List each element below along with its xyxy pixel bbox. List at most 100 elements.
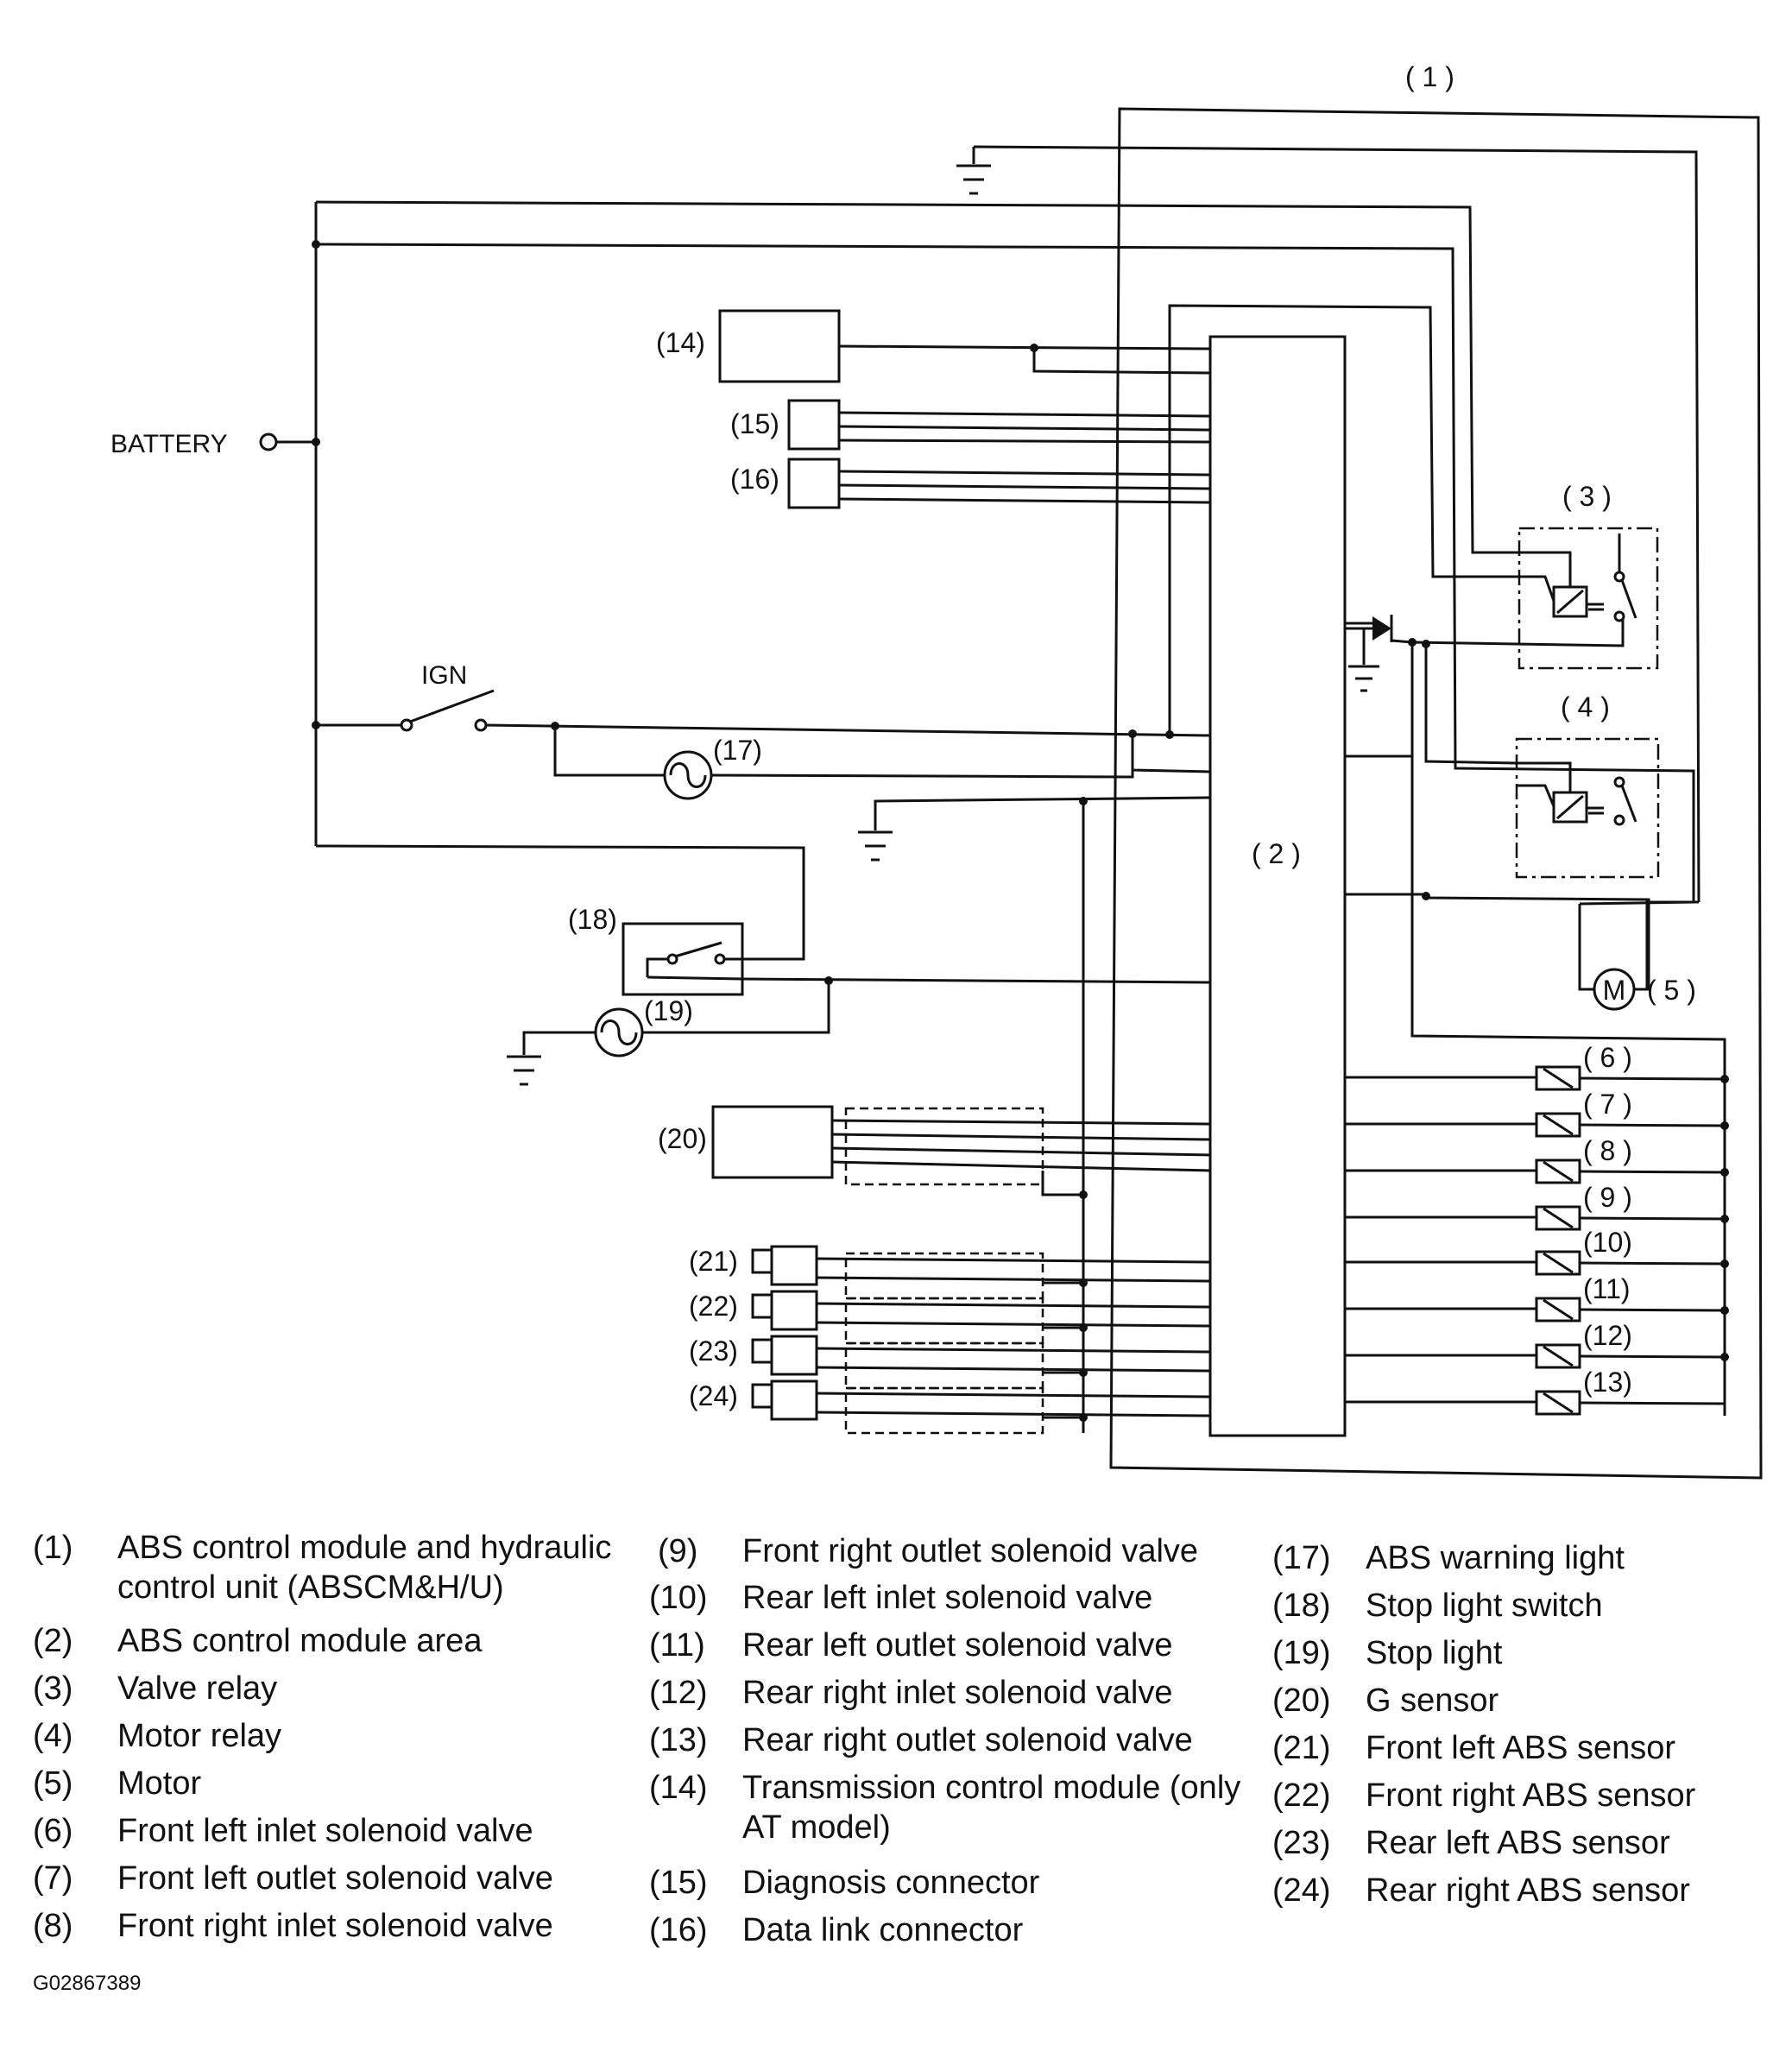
abscm-hu-outline xyxy=(1109,107,1763,1480)
legend-item-text: Front right outlet solenoid valve xyxy=(742,1533,1199,1569)
motor-relay[interactable] xyxy=(1345,737,1660,991)
label-c10: (10) xyxy=(1583,1227,1632,1258)
legend-item-text: Data link connector xyxy=(742,1912,1024,1948)
legend-item-number: (18) xyxy=(1272,1588,1331,1624)
legend-item-text: Rear right inlet solenoid valve xyxy=(742,1675,1173,1711)
control-module-block xyxy=(1208,335,1347,1437)
label-c6: ( 6 ) xyxy=(1583,1042,1632,1073)
ground-symbol xyxy=(956,145,1701,903)
legend-item-number: (16) xyxy=(649,1912,708,1948)
label-c1: ( 1 ) xyxy=(1405,61,1454,92)
legend-item-text: Rear right outlet solenoid valve xyxy=(742,1722,1193,1758)
legend-item-number: (24) xyxy=(1272,1872,1331,1909)
sensor-shield-ground xyxy=(1043,1278,1088,1422)
legend-item-number: (8) xyxy=(33,1908,73,1944)
diagnosis-connector xyxy=(787,399,1211,451)
legend-item-text: Front right ABS sensor xyxy=(1366,1777,1696,1814)
label-c7: ( 7 ) xyxy=(1583,1089,1632,1120)
label-c14: (14) xyxy=(656,327,705,358)
rear-left-abs-sensor xyxy=(751,1335,1211,1390)
legend-item-number: (17) xyxy=(1272,1540,1331,1576)
legend-item-text: Motor xyxy=(117,1765,202,1802)
label-ign: IGN xyxy=(421,661,467,690)
stop-light-switch[interactable] xyxy=(622,922,1211,996)
diagram-labels: BATTERY IGN ( 1 ) ( 2 ) ( 3 ) ( 4 ) ( 5 … xyxy=(110,61,1696,1411)
legend-item-number: (23) xyxy=(1272,1825,1331,1861)
label-c20: (20) xyxy=(658,1123,707,1154)
label-c19: (19) xyxy=(644,995,693,1026)
label-c3: ( 3 ) xyxy=(1562,481,1612,512)
label-c22: (22) xyxy=(689,1291,738,1322)
label-c17: (17) xyxy=(713,735,762,766)
legend-item-number: (22) xyxy=(1272,1777,1331,1814)
motor-symbol: M xyxy=(1603,975,1626,1006)
label-c2: ( 2 ) xyxy=(1252,838,1301,869)
label-c13: (13) xyxy=(1583,1367,1632,1398)
legend-item-text: Diagnosis connector xyxy=(742,1865,1040,1901)
legend-item-number: (12) xyxy=(649,1675,708,1711)
solenoid-valve-fl-outlet xyxy=(1535,1112,1581,1138)
legend-item-text: Motor relay xyxy=(117,1718,282,1754)
legend-item-number: (15) xyxy=(649,1865,708,1901)
legend-item-number: (3) xyxy=(33,1670,73,1707)
legend-item-text: ABS control module and hydraulic control… xyxy=(117,1530,612,1606)
valve-relay[interactable] xyxy=(1345,527,1659,670)
solenoid-valve-rl-inlet xyxy=(1535,1250,1581,1276)
legend-item-text: Transmission control module (only AT mod… xyxy=(742,1770,1241,1846)
legend-item-text: Front left ABS sensor xyxy=(1366,1730,1676,1766)
legend-item-number: (13) xyxy=(649,1722,708,1758)
front-left-abs-sensor xyxy=(751,1245,1211,1300)
legend-item-text: Rear left ABS sensor xyxy=(1366,1825,1670,1861)
legend-item-number: (6) xyxy=(33,1813,73,1849)
label-c24: (24) xyxy=(689,1380,738,1411)
legend-item-text: Rear left outlet solenoid valve xyxy=(742,1627,1173,1663)
label-c16: (16) xyxy=(730,464,779,495)
legend-item-number: (11) xyxy=(649,1627,705,1663)
legend-item-text: Front left outlet solenoid valve xyxy=(117,1860,553,1897)
solenoid-valve-rr-inlet xyxy=(1535,1343,1581,1369)
legend-item-text: Rear left inlet solenoid valve xyxy=(742,1580,1153,1616)
solenoid-valves xyxy=(1345,1065,1729,1416)
label-c5: ( 5 ) xyxy=(1647,975,1696,1006)
legend-item-text: ABS warning light xyxy=(1366,1540,1625,1576)
legend-item-text: Rear right ABS sensor xyxy=(1366,1872,1690,1909)
legend-item-text: G sensor xyxy=(1366,1682,1499,1719)
ground-symbol xyxy=(858,796,1211,1433)
legend-item-number: (4) xyxy=(33,1718,73,1754)
label-c15: (15) xyxy=(730,408,779,439)
legend-item-text: Front left inlet solenoid valve xyxy=(117,1813,533,1849)
figure-id: G02867389 xyxy=(33,1972,142,1995)
rear-right-abs-sensor xyxy=(751,1379,1211,1435)
legend-item-number: (5) xyxy=(33,1765,73,1802)
label-c12: (12) xyxy=(1583,1320,1632,1351)
legend-item-text: ABS control module area xyxy=(117,1623,483,1659)
legend-item-text: Stop light xyxy=(1366,1635,1503,1671)
label-c11: (11) xyxy=(1583,1273,1631,1304)
legend-item-text: Valve relay xyxy=(117,1670,278,1707)
legend-item-number: (9) xyxy=(658,1533,698,1569)
battery-bus xyxy=(259,200,1695,961)
legend-item-number: (1) xyxy=(33,1530,73,1566)
legend-item-number: (21) xyxy=(1272,1730,1331,1766)
solenoid-valve-rl-outlet xyxy=(1535,1297,1581,1323)
diode xyxy=(1345,615,1726,1416)
legend-item: (14) Transmission control module (only AT… xyxy=(649,1768,1253,1854)
transmission-control-module xyxy=(718,309,1211,383)
label-c23: (23) xyxy=(689,1335,738,1367)
legend-item-number: (14) xyxy=(649,1770,708,1806)
label-c8: ( 8 ) xyxy=(1583,1135,1632,1166)
label-battery: BATTERY xyxy=(110,430,228,458)
legend-item-number: (7) xyxy=(33,1860,73,1897)
g-sensor xyxy=(711,1105,1211,1199)
legend-item-number: (10) xyxy=(649,1580,708,1616)
label-c4: ( 4 ) xyxy=(1561,691,1610,723)
legend: (1) ABS control module and hydraulic cont… xyxy=(0,1528,1792,2011)
legend-item: (1) ABS control module and hydraulic cont… xyxy=(33,1528,620,1614)
legend-item-text: Stop light switch xyxy=(1366,1588,1603,1624)
label-c21: (21) xyxy=(689,1246,738,1277)
ignition-switch[interactable] xyxy=(316,304,1526,739)
legend-item-number: (2) xyxy=(33,1623,73,1659)
data-link-connector xyxy=(787,458,1211,509)
solenoid-valve-fl-inlet xyxy=(1535,1065,1581,1091)
